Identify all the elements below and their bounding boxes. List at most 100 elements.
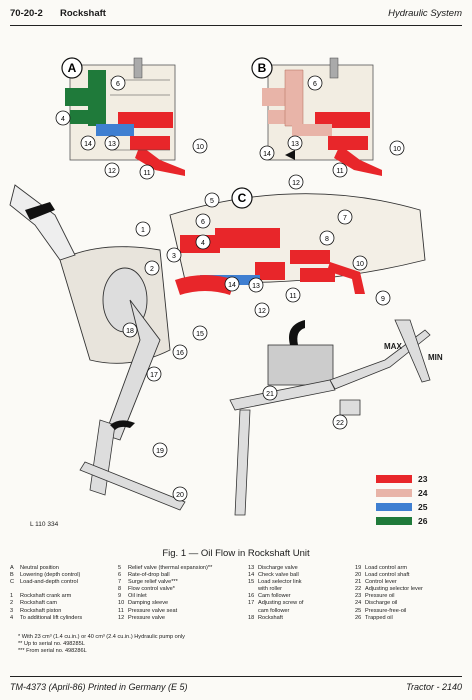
callout-c10: 10 <box>352 255 368 271</box>
svg-text:11: 11 <box>289 293 296 300</box>
svg-text:12: 12 <box>258 308 266 315</box>
svg-text:9: 9 <box>381 296 385 303</box>
page-header: 70-20-2 Rockshaft Hydraulic System <box>10 8 462 22</box>
section-title: Rockshaft <box>60 8 106 19</box>
view-a-marker: A <box>61 57 83 79</box>
callout-c14: 14 <box>224 276 240 292</box>
callout-c20: 20 <box>172 486 188 502</box>
footer-model: Tractor - 2140 <box>406 682 462 692</box>
key-swatch-23 <box>376 475 412 483</box>
svg-text:12: 12 <box>292 180 300 187</box>
view-b-valve <box>262 57 382 176</box>
svg-text:13: 13 <box>291 141 299 148</box>
svg-text:14: 14 <box>263 151 271 158</box>
footnotes: * With 23 cm³ (1.4 cu.in.) or 40 cm³ (2.… <box>18 634 185 655</box>
callout-b6: 6 <box>307 75 323 91</box>
svg-text:21: 21 <box>266 391 274 398</box>
svg-text:4: 4 <box>201 240 205 247</box>
callout-c15: 15 <box>192 325 208 341</box>
svg-text:11: 11 <box>336 168 343 175</box>
svg-text:16: 16 <box>176 350 184 357</box>
svg-text:18: 18 <box>126 328 134 335</box>
svg-text:B: B <box>258 61 267 75</box>
view-c-assembly <box>9 184 431 516</box>
svg-text:3: 3 <box>172 253 176 260</box>
callout-c11: 11 <box>285 287 301 303</box>
min-label: MIN <box>428 353 443 362</box>
callout-markers: 6 4 14 13 12 11 10 6 14 13 12 11 10 5 6 … <box>55 75 405 502</box>
svg-text:19: 19 <box>156 448 164 455</box>
key-label-26: 26 <box>418 516 428 526</box>
svg-text:6: 6 <box>313 81 317 88</box>
footnote-2: ** Up to serial no. 498285L <box>18 641 85 647</box>
key-label-24: 24 <box>418 488 428 498</box>
svg-text:10: 10 <box>393 146 401 153</box>
svg-text:12: 12 <box>108 168 116 175</box>
key-swatch-25 <box>376 503 412 511</box>
svg-text:6: 6 <box>201 219 205 226</box>
legend-row: with roller <box>258 586 282 593</box>
callout-c12: 12 <box>254 302 270 318</box>
svg-text:13: 13 <box>108 141 116 148</box>
callout-c2: 2 <box>144 260 160 276</box>
callout-c9: 9 <box>375 290 391 306</box>
callout-b12: 12 <box>288 174 304 190</box>
callout-c7: 7 <box>337 209 353 225</box>
view-b-marker: B <box>251 57 273 79</box>
callout-c3: 3 <box>166 247 182 263</box>
svg-text:14: 14 <box>228 282 236 289</box>
callout-b11: 11 <box>332 162 348 178</box>
callout-c6: 6 <box>195 213 211 229</box>
legend-row: cam follower <box>258 607 290 614</box>
footer-rule <box>10 676 462 677</box>
image-reference: L 110 334 <box>30 521 59 528</box>
callout-c5: 5 <box>204 192 220 208</box>
callout-c22: 22 <box>332 414 348 430</box>
callout-a12: 12 <box>104 162 120 178</box>
max-label: MAX <box>384 342 402 351</box>
callout-a13: 13 <box>104 135 120 151</box>
callout-c13: 13 <box>248 277 264 293</box>
svg-text:C: C <box>238 191 247 205</box>
callout-c8: 8 <box>319 230 335 246</box>
callout-c21: 21 <box>262 385 278 401</box>
header-rule <box>10 25 462 26</box>
callout-c17: 17 <box>146 366 162 382</box>
key-swatch-24 <box>376 489 412 497</box>
callout-a6: 6 <box>110 75 126 91</box>
callout-b13: 13 <box>287 135 303 151</box>
svg-text:7: 7 <box>343 215 347 222</box>
svg-text:17: 17 <box>150 372 158 379</box>
legend-row <box>10 586 82 593</box>
svg-text:4: 4 <box>61 116 65 123</box>
view-a-valve <box>65 57 185 176</box>
view-c-marker: C <box>231 187 253 209</box>
footnote-1: * With 23 cm³ (1.4 cu.in.) or 40 cm³ (2.… <box>18 634 185 640</box>
figure-caption: Fig. 1 — Oil Flow in Rockshaft Unit <box>162 548 310 559</box>
